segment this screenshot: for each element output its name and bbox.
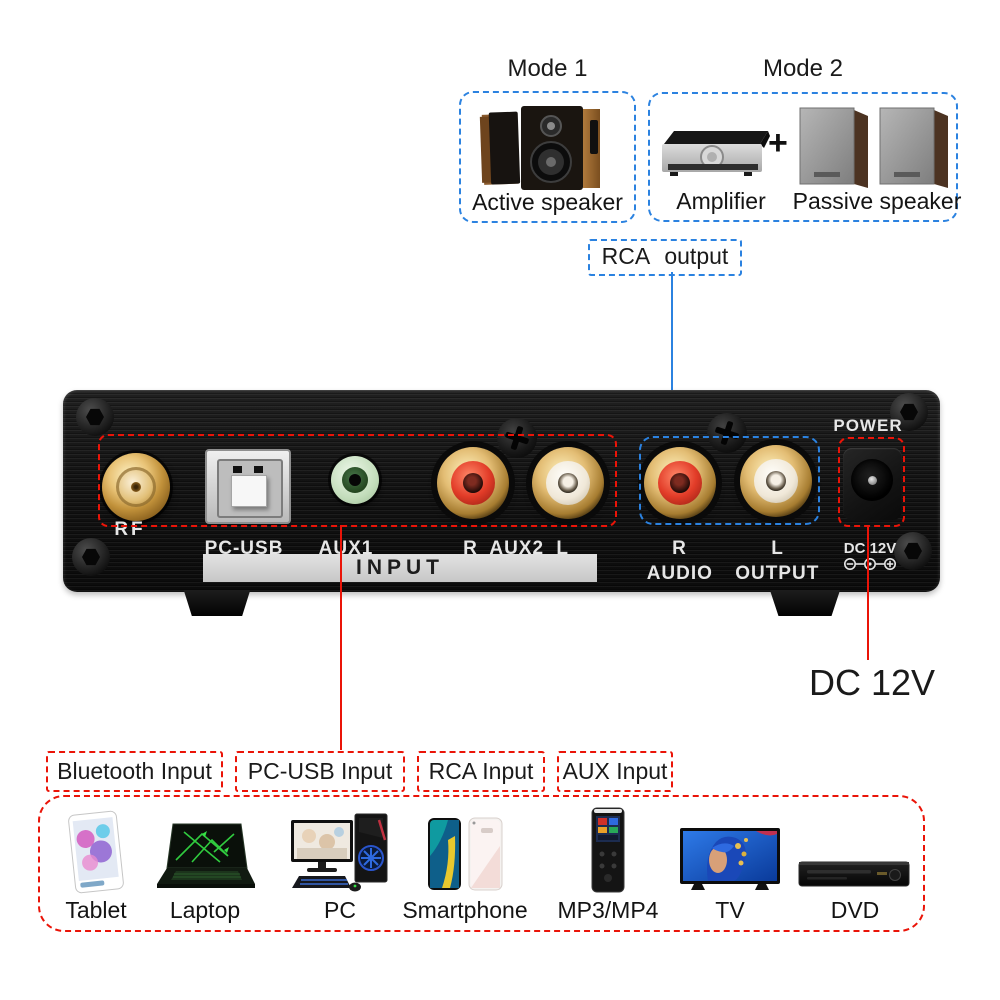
audio-output-label: AUDIO OUTPUT bbox=[646, 563, 820, 584]
dc-jack-box bbox=[838, 437, 905, 527]
source-pc: PC bbox=[285, 800, 395, 924]
output-rca-left-jack bbox=[740, 445, 812, 517]
aux1-label: AUX1 bbox=[318, 538, 374, 559]
tablet-icon bbox=[68, 810, 124, 894]
bluetooth-input-label: Bluetooth Input bbox=[46, 751, 223, 792]
hex-screw-bottom-right bbox=[894, 532, 932, 570]
mode1-caption: Active speaker bbox=[472, 189, 623, 215]
output-rca-right-jack bbox=[644, 447, 716, 519]
dvd-player-icon bbox=[798, 861, 910, 887]
source-label: TV bbox=[715, 897, 745, 923]
rca-output-callout: RCA output bbox=[588, 239, 742, 276]
smartphone-icon bbox=[428, 817, 503, 891]
source-tv: TV bbox=[672, 800, 788, 924]
mode2-spk-caption: Passive speaker bbox=[792, 188, 962, 214]
source-smartphone: Smartphone bbox=[402, 800, 528, 924]
laptop-icon bbox=[157, 823, 255, 888]
dc-power-jack bbox=[843, 448, 902, 520]
rca-input-label: RCA Input bbox=[417, 751, 545, 792]
source-dvd: DVD bbox=[797, 800, 913, 924]
mode1-title: Mode 1 bbox=[507, 55, 588, 82]
aux-input-label: AUX Input bbox=[557, 751, 673, 792]
source-tablet: Tablet bbox=[48, 800, 144, 924]
pc-usb-pins bbox=[233, 466, 263, 473]
passive-speaker-image bbox=[799, 107, 948, 188]
hex-screw-top-left bbox=[76, 398, 114, 436]
phillips-screw-right bbox=[707, 413, 747, 453]
device-foot-right bbox=[769, 590, 841, 616]
phillips-screw-left bbox=[497, 418, 537, 458]
source-label: DVD bbox=[830, 897, 880, 923]
aux2-rca-left-jack bbox=[532, 447, 604, 519]
aux1-jack bbox=[331, 456, 379, 504]
source-label: Laptop bbox=[169, 897, 241, 923]
source-label: Tablet bbox=[65, 897, 127, 923]
input-leader-line bbox=[340, 525, 342, 750]
mode2-amp-caption: Amplifier bbox=[676, 188, 766, 214]
dc-12v-callout: DC 12V bbox=[808, 662, 936, 703]
aux2-rca-right-jack bbox=[437, 447, 509, 519]
source-label: MP3/MP4 bbox=[557, 897, 659, 923]
tv-icon bbox=[680, 828, 780, 890]
pc-usb-port bbox=[205, 449, 291, 524]
input-strip-label: INPUT bbox=[203, 554, 597, 582]
pc-usb-socket bbox=[217, 459, 283, 518]
output-l-label: L bbox=[771, 538, 783, 559]
source-label: Smartphone bbox=[402, 897, 528, 923]
hex-screw-top-right bbox=[890, 393, 928, 431]
mp3-player-icon bbox=[591, 807, 625, 893]
rf-label: RF bbox=[114, 519, 146, 540]
active-speaker-image bbox=[479, 106, 600, 190]
source-devices-box bbox=[38, 795, 925, 932]
device-foot-left bbox=[183, 590, 251, 616]
rca-output-group-box bbox=[639, 436, 820, 525]
output-r-label: R bbox=[672, 538, 686, 559]
dc-polarity-icon bbox=[844, 558, 896, 570]
rf-antenna-connector bbox=[102, 453, 170, 521]
dc-12v-panel-label: DC 12V bbox=[843, 540, 897, 557]
source-laptop: Laptop bbox=[150, 800, 260, 924]
mode2-box: + Amplifier Passive speaker bbox=[648, 92, 961, 222]
amplifier-image bbox=[662, 131, 770, 176]
pc-usb-input-label: PC-USB Input bbox=[235, 751, 405, 792]
pc-usb-label: PC-USB bbox=[204, 538, 284, 559]
pc-icon bbox=[291, 813, 388, 892]
mode2-title: Mode 2 bbox=[762, 55, 844, 82]
source-label: PC bbox=[324, 897, 356, 923]
plus-sign: + bbox=[768, 124, 788, 162]
mode1-box: Active speaker bbox=[459, 91, 636, 223]
power-label: POWER bbox=[833, 416, 903, 435]
source-mp3: MP3/MP4 bbox=[556, 800, 660, 924]
pc-usb-tongue bbox=[231, 475, 267, 507]
hex-screw-bottom-left bbox=[72, 538, 110, 576]
input-group-box bbox=[98, 434, 617, 527]
dc-leader-line bbox=[867, 525, 869, 660]
rca-output-callout-line bbox=[671, 272, 673, 436]
aux2-label: R AUX2 L bbox=[463, 538, 569, 559]
